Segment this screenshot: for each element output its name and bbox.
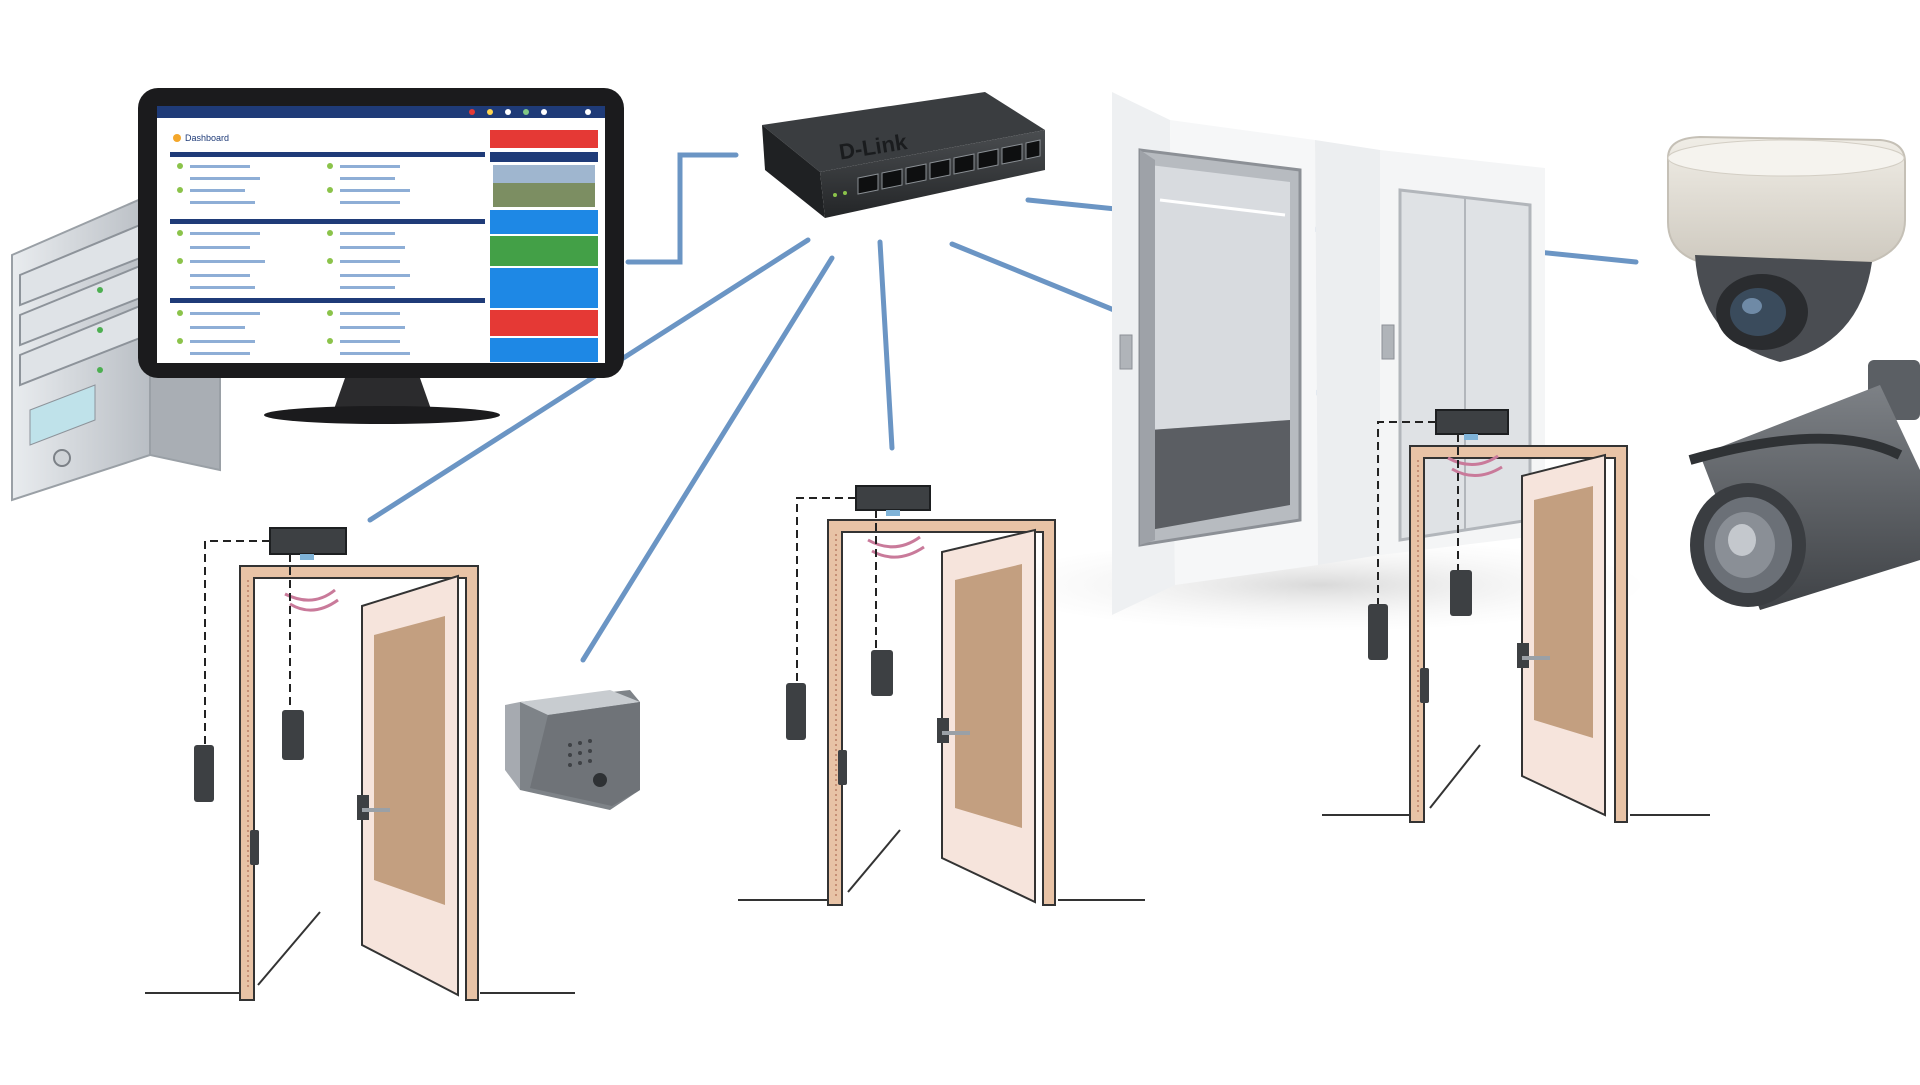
monitor-screen-title: Dashboard: [185, 133, 229, 143]
door-frame: [827, 519, 1056, 906]
door-inset: [1534, 486, 1593, 738]
switch-ports: [857, 139, 1041, 195]
door-right: [1322, 409, 1710, 823]
network-switch: D-Link: [762, 92, 1045, 218]
elevator-closed: [1381, 188, 1532, 542]
monitor-stand: [333, 378, 432, 412]
door-contact-sensor: [282, 710, 304, 760]
connection-switch-door-left: [367, 237, 811, 523]
bullet-camera: [1688, 360, 1920, 610]
door-left: [145, 527, 575, 1001]
door-middle: [738, 485, 1145, 906]
access-controller: [1435, 409, 1509, 435]
access-controller: [855, 485, 931, 511]
monitor-workstation: Dashboard: [138, 88, 624, 424]
elevator-open: [1119, 148, 1302, 547]
dome-camera: [1667, 135, 1906, 362]
access-controller: [269, 527, 347, 555]
card-reader: [194, 745, 214, 802]
intercom-station: [505, 690, 640, 810]
door-inset: [955, 564, 1022, 828]
door-inset: [374, 616, 445, 905]
door-frame: [239, 565, 479, 1001]
connection-switch-door-middle: [877, 239, 895, 451]
door-contact-sensor: [1450, 570, 1472, 616]
door-contact-sensor: [871, 650, 893, 696]
connection-switch-intercom: [580, 255, 835, 663]
connection-server-switch: [625, 152, 739, 265]
door-frame: [1409, 445, 1628, 823]
card-reader: [1368, 604, 1388, 660]
card-reader: [786, 683, 806, 740]
